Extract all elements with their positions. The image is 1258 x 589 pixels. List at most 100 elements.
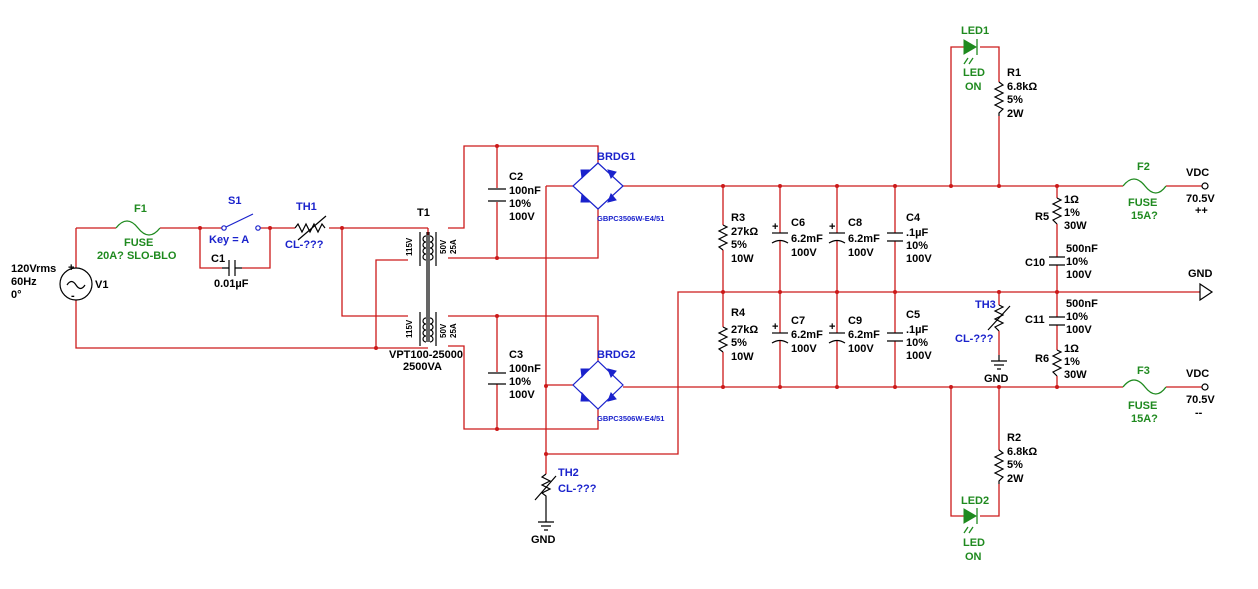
vdc-pos-voltage: 70.5V: [1186, 193, 1215, 205]
r3-tolerance: 5%: [731, 239, 747, 251]
capacitor-c6[interactable]: + C6 6.2mF 100V: [771, 217, 823, 259]
f2-type: FUSE: [1128, 197, 1157, 209]
th3-value: CL-???: [955, 333, 994, 345]
resistor-r6[interactable]: R6 1Ω 1% 30W: [1035, 343, 1087, 381]
capacitor-c1[interactable]: C1 0.01µF: [211, 253, 249, 290]
capacitor-c11[interactable]: C11 500nF 10% 100V: [1025, 298, 1098, 336]
r3-resistance: 27kΩ: [731, 226, 758, 238]
svg-text:+: +: [829, 221, 835, 233]
t1-ref: T1: [417, 207, 430, 219]
r5-ref: R5: [1035, 211, 1049, 223]
resistor-r1[interactable]: R1 6.8kΩ 5% 2W: [993, 67, 1037, 120]
thermistor-th1[interactable]: TH1 CL-???: [285, 201, 327, 251]
t1-primary-upper: 115V: [405, 237, 414, 256]
c3-capacitance: 100nF: [509, 363, 541, 375]
c11-voltage: 100V: [1066, 324, 1092, 336]
v1-voltage: 120Vrms: [11, 263, 56, 275]
f1-ref: F1: [134, 203, 147, 215]
switch-s1[interactable]: S1 Key = A: [209, 195, 261, 246]
output-terminal-negative[interactable]: VDC 70.5V --: [1186, 368, 1215, 419]
v1-phase: 0°: [11, 289, 22, 301]
svg-text:+: +: [772, 221, 778, 233]
capacitor-c5[interactable]: C5 .1µF 10% 100V: [887, 309, 932, 362]
v1-frequency: 60Hz: [11, 276, 37, 288]
f1-rating: 20A? SLO-BLO: [97, 250, 177, 262]
capacitor-c10[interactable]: C10 500nF 10% 100V: [1025, 243, 1098, 281]
th2-ref: TH2: [558, 467, 579, 479]
led-led1[interactable]: LED1 LED ON: [961, 25, 989, 93]
t1-part: VPT100-25000: [389, 349, 463, 361]
brdg2-part: GBPC3506W-E4/51: [597, 414, 664, 423]
thermistor-th3[interactable]: TH3 CL-??? GND: [955, 299, 1011, 385]
r1-power: 2W: [1007, 108, 1024, 120]
c3-tolerance: 10%: [509, 376, 531, 388]
c1-ref: C1: [211, 253, 225, 265]
v1-ref: V1: [95, 279, 108, 291]
resistor-r2[interactable]: R2 6.8kΩ 5% 2W: [993, 432, 1037, 485]
output-terminal-positive[interactable]: VDC 70.5V ++: [1186, 167, 1215, 217]
c8-capacitance: 6.2mF: [848, 233, 880, 245]
th2-gnd: GND: [531, 534, 556, 546]
c3-ref: C3: [509, 349, 523, 361]
capacitor-c9[interactable]: + C9 6.2mF 100V: [828, 315, 880, 355]
c2-ref: C2: [509, 171, 523, 183]
c10-voltage: 100V: [1066, 269, 1092, 281]
capacitor-c7[interactable]: + C7 6.2mF 100V: [771, 315, 823, 355]
r4-ref: R4: [731, 307, 746, 319]
thermistor-th2[interactable]: TH2 CL-??? GND: [531, 467, 597, 546]
r5-resistance: 1Ω: [1064, 194, 1079, 206]
resistor-r4[interactable]: R4 27kΩ 5% 10W: [717, 307, 758, 363]
t1-secondary-lower-voltage: 50V: [439, 323, 448, 338]
c11-tolerance: 10%: [1066, 311, 1088, 323]
t1-rating: 2500VA: [403, 361, 442, 373]
led2-state: ON: [965, 551, 982, 563]
brdg1-ref: BRDG1: [597, 151, 636, 163]
t1-secondary-lower-current: 25A: [449, 323, 458, 338]
led1-type: LED: [963, 67, 985, 79]
vdc-pos-polarity: ++: [1195, 205, 1208, 217]
bridge-rectifier-brdg2[interactable]: BRDG2 GBPC3506W-E4/51: [572, 349, 664, 423]
voltage-source-v1[interactable]: + - V1 120Vrms 60Hz 0°: [11, 262, 108, 302]
f3-ref: F3: [1137, 365, 1150, 377]
junction-dots: [198, 144, 1059, 456]
r1-tolerance: 5%: [1007, 94, 1023, 106]
c4-voltage: 100V: [906, 253, 932, 265]
c10-tolerance: 10%: [1066, 256, 1088, 268]
vdc-neg-polarity: --: [1195, 407, 1203, 419]
r5-power: 30W: [1064, 220, 1087, 232]
c7-voltage: 100V: [791, 343, 817, 355]
output-terminal-ground[interactable]: GND: [1188, 268, 1214, 302]
capacitor-c2[interactable]: C2 100nF 10% 100V: [488, 171, 541, 223]
brdg1-part: GBPC3506W-E4/51: [597, 214, 664, 223]
svg-text:-: -: [71, 290, 75, 302]
c7-capacitance: 6.2mF: [791, 329, 823, 341]
led2-ref: LED2: [961, 495, 989, 507]
gnd-out-label: GND: [1188, 268, 1213, 280]
fuse-f3[interactable]: F3 FUSE 15A?: [1122, 365, 1167, 425]
f3-type: FUSE: [1128, 400, 1157, 412]
r1-ref: R1: [1007, 67, 1021, 79]
bridge-rectifier-brdg1[interactable]: BRDG1 GBPC3506W-E4/51: [572, 151, 664, 223]
capacitor-c8[interactable]: + C8 6.2mF 100V: [828, 217, 880, 259]
c5-voltage: 100V: [906, 350, 932, 362]
capacitor-c4[interactable]: C4 .1µF 10% 100V: [887, 212, 932, 265]
th2-value: CL-???: [558, 483, 597, 495]
c5-tolerance: 10%: [906, 337, 928, 349]
c6-ref: C6: [791, 217, 805, 229]
fuse-f1[interactable]: F1 FUSE 20A? SLO-BLO: [97, 203, 177, 262]
vdc-neg-voltage: 70.5V: [1186, 394, 1215, 406]
c7-ref: C7: [791, 315, 805, 327]
led-led2[interactable]: LED2 LED ON: [961, 495, 989, 563]
capacitor-c3[interactable]: C3 100nF 10% 100V: [488, 349, 541, 401]
led2-type: LED: [963, 537, 985, 549]
transformer-t1[interactable]: T1 115V 50V 25A 115V 50V 25A VPT100-2500…: [389, 207, 463, 373]
c3-voltage: 100V: [509, 389, 535, 401]
c5-capacitance: .1µF: [906, 324, 929, 336]
fuse-f2[interactable]: F2 FUSE 15A?: [1122, 161, 1167, 222]
vdc-pos-label: VDC: [1186, 167, 1209, 179]
f2-ref: F2: [1137, 161, 1150, 173]
r2-power: 2W: [1007, 473, 1024, 485]
resistor-r3[interactable]: R3 27kΩ 5% 10W: [717, 212, 758, 265]
resistor-r5[interactable]: R5 1Ω 1% 30W: [1035, 194, 1087, 232]
